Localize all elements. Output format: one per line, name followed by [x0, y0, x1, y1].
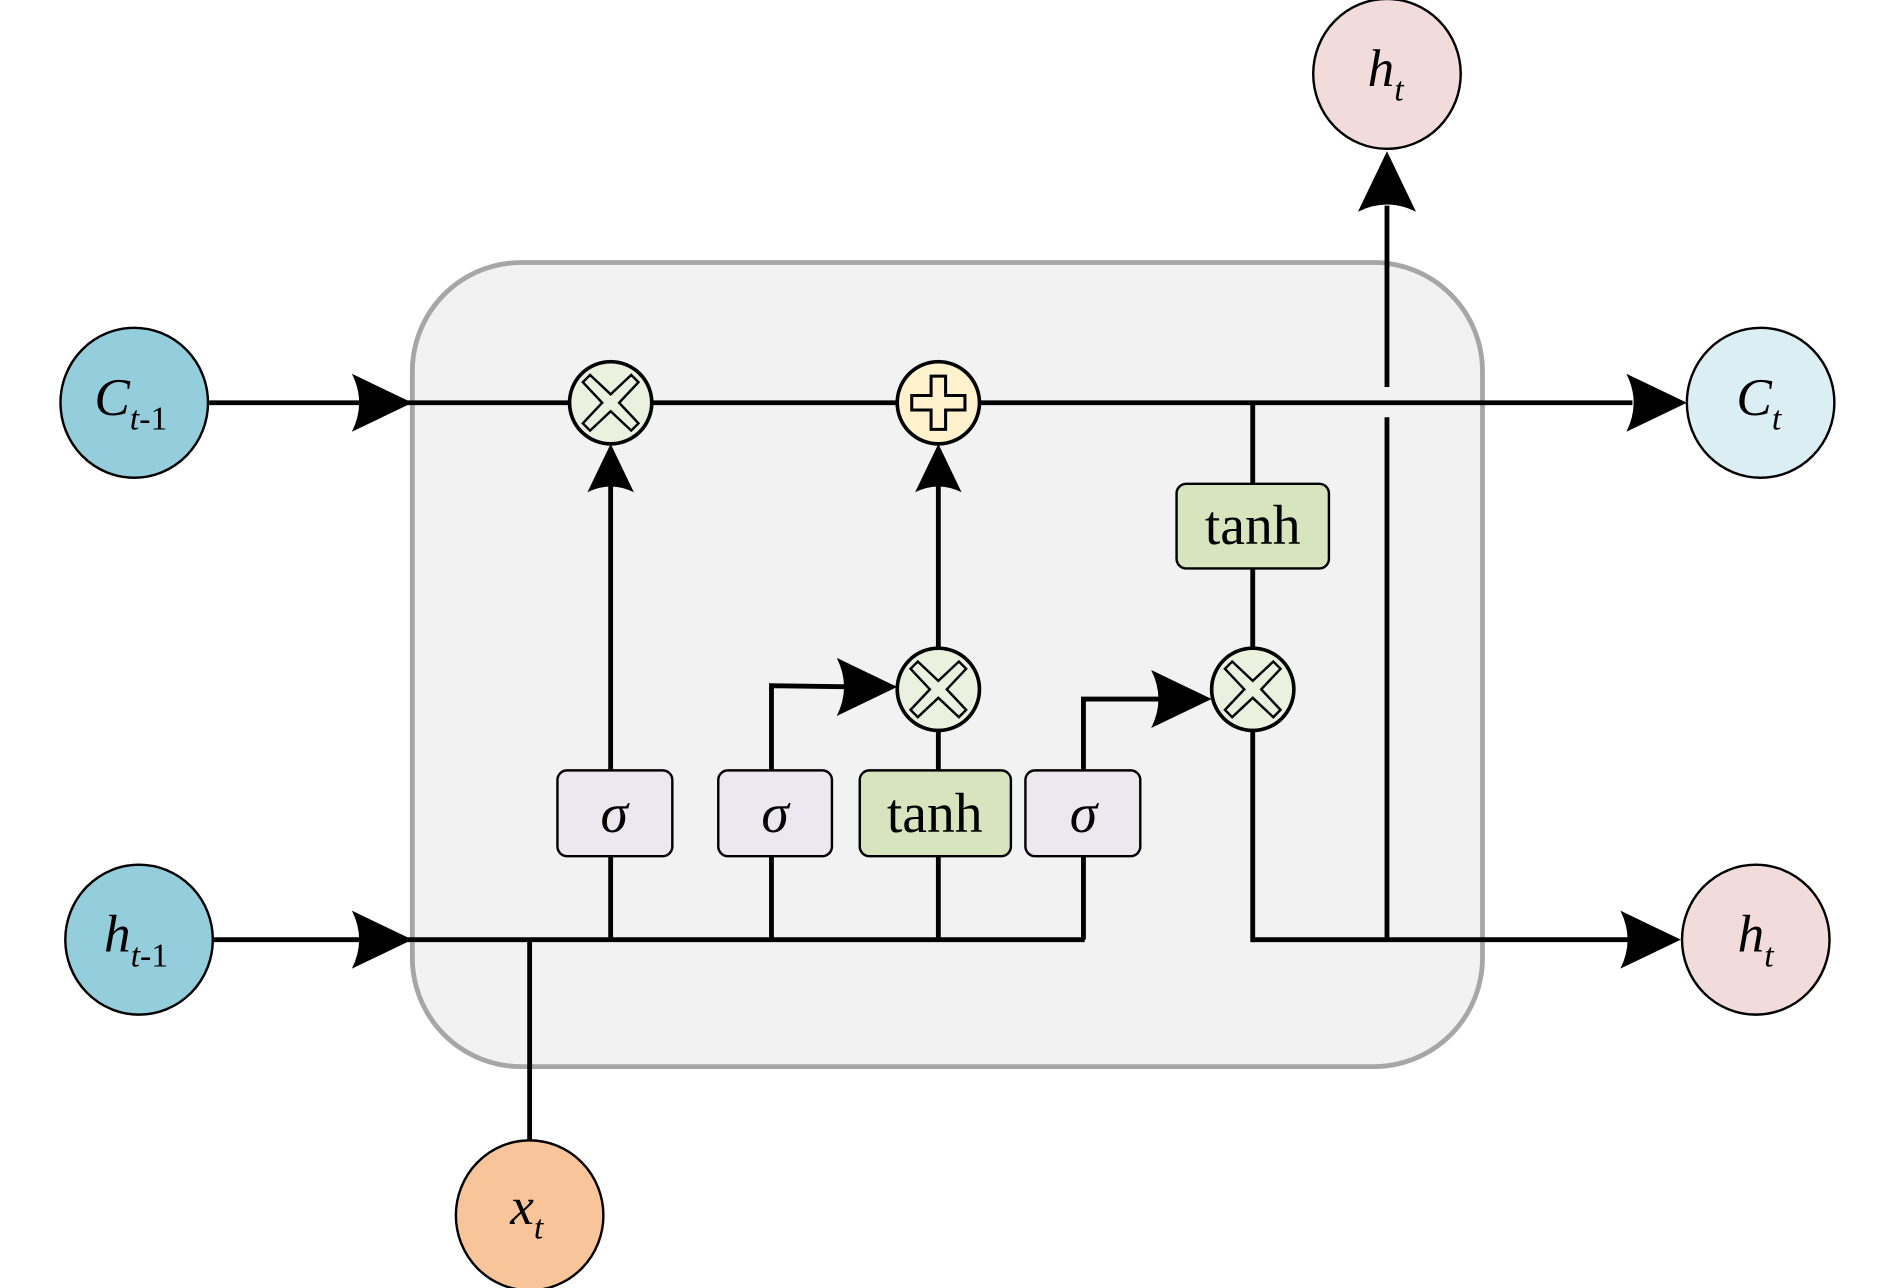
- gate-label: σ: [1070, 783, 1100, 845]
- node-x-t: xt: [454, 1139, 605, 1288]
- input-multiply-op: [895, 646, 982, 733]
- arrow-up-icon: [1357, 151, 1416, 212]
- svg-text:Ct: Ct: [1736, 368, 1782, 438]
- connections: [209, 205, 1633, 1141]
- arrow-right-icon: [1620, 910, 1681, 969]
- node-c-prev: Ct-1: [59, 326, 210, 479]
- gate-label: σ: [601, 783, 631, 845]
- arrow-right-icon: [1626, 373, 1687, 432]
- arrow-right-icon: [351, 373, 413, 432]
- svg-text:ht: ht: [1368, 39, 1406, 109]
- node-h-top: ht: [1312, 0, 1462, 151]
- output-gate-sigma: σ: [1024, 769, 1142, 858]
- forget-gate-sigma: σ: [556, 769, 674, 858]
- svg-text:ht: ht: [1738, 905, 1776, 975]
- forget-multiply-op: [567, 359, 654, 446]
- arrow-right-icon: [351, 910, 413, 969]
- cell-add-op: [895, 359, 982, 446]
- node-h-prev: ht-1: [64, 863, 215, 1016]
- input-gate-sigma: σ: [717, 769, 834, 858]
- svg-text:Ct-1: Ct-1: [94, 368, 167, 438]
- node-h-right: ht: [1680, 863, 1831, 1016]
- output-multiply-op: [1209, 646, 1296, 733]
- gate-label: tanh: [887, 783, 983, 845]
- candidate-tanh: tanh: [858, 769, 1013, 858]
- node-c-t: Ct: [1685, 326, 1836, 479]
- svg-text:xt: xt: [509, 1177, 545, 1247]
- gate-label: tanh: [1205, 495, 1301, 557]
- cell-state-tanh: tanh: [1175, 482, 1331, 570]
- svg-text:ht-1: ht-1: [104, 905, 168, 975]
- output-gate-line: [1081, 696, 1171, 940]
- gate-label: σ: [761, 783, 791, 845]
